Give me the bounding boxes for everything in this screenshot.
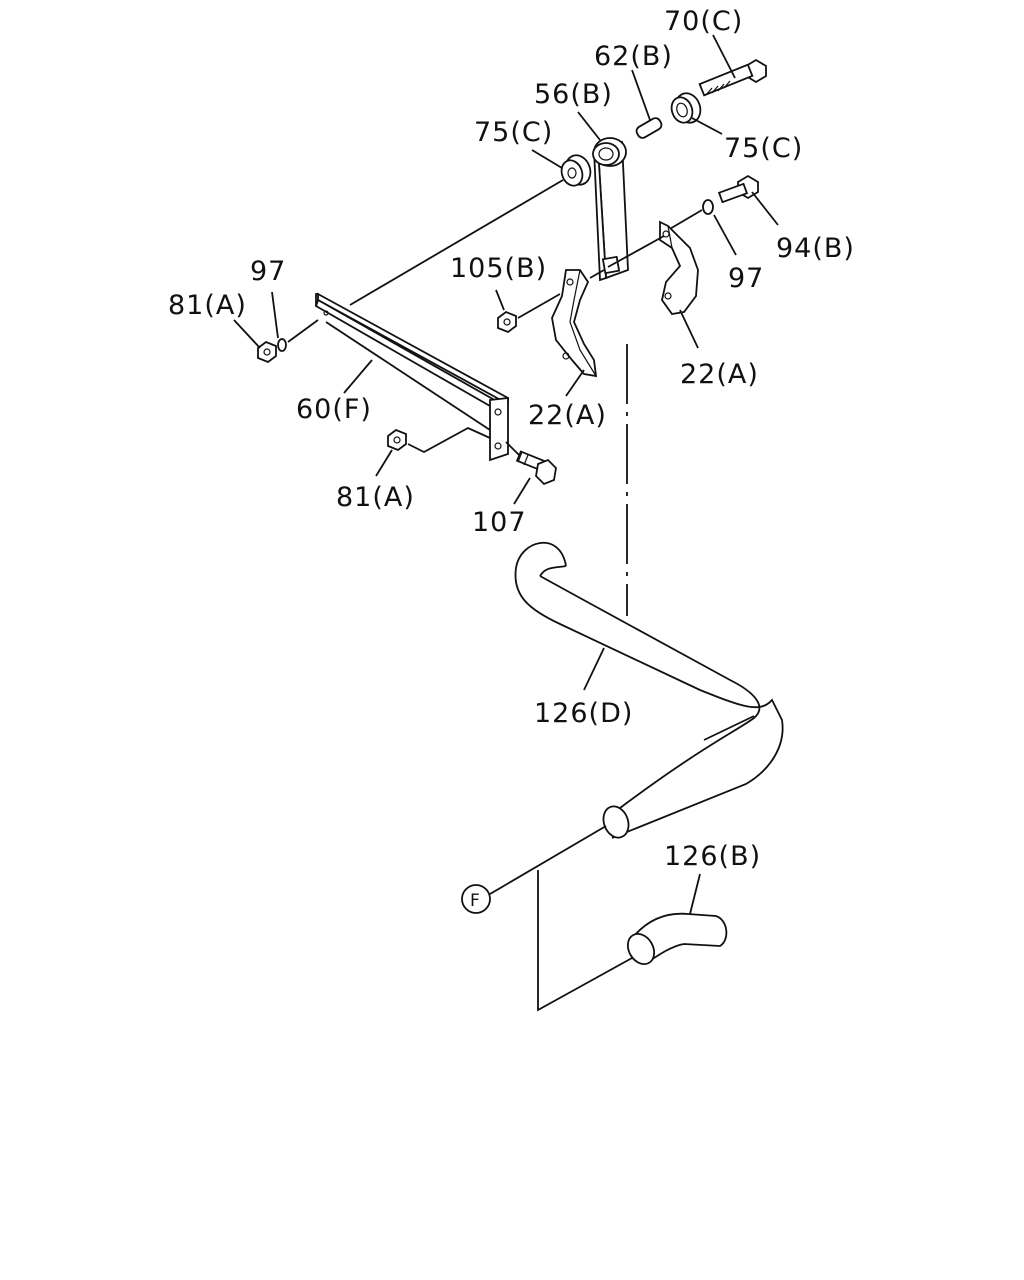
washer-97-right [702,199,714,215]
callout-56b: 56(B) [534,79,613,110]
nut-81a-bottom [387,428,407,452]
callout-126b: 126(B) [664,841,761,872]
bracket-60f [314,292,509,462]
callout-75c-right: 75(C) [724,133,803,164]
hose-126b [626,912,728,965]
callout-81a-top: 81(A) [168,290,247,321]
callout-62b: 62(B) [594,41,673,72]
reference-f-label: F [470,891,480,911]
callout-22a-right: 22(A) [680,359,759,390]
bushing-75c-left [560,154,592,187]
washer-97-left [277,338,287,352]
callout-81a-bottom: 81(A) [336,482,415,513]
reference-f-circle: F [461,884,491,914]
bracket-22a-right [659,220,699,315]
bolt-70c [698,58,767,97]
hose-126d [514,541,784,839]
nut-105b [497,310,517,334]
pin-62b [635,117,663,139]
callout-70c: 70(C) [664,6,743,37]
callout-97-right: 97 [728,263,764,294]
bolt-107 [515,450,557,486]
bushing-75c-right [670,92,702,124]
callout-75c-left: 75(C) [474,117,553,148]
callout-107: 107 [472,507,527,538]
nut-81a-top [257,340,277,364]
link-56b [592,137,629,282]
callout-105b: 105(B) [450,253,547,284]
callout-22a-center: 22(A) [528,400,607,431]
callout-94b: 94(B) [776,233,855,264]
bracket-22a-center [551,269,598,378]
callout-97-left: 97 [250,256,286,287]
callout-126d: 126(D) [534,698,633,729]
callout-60f: 60(F) [296,394,372,425]
bolt-94b [717,174,759,204]
